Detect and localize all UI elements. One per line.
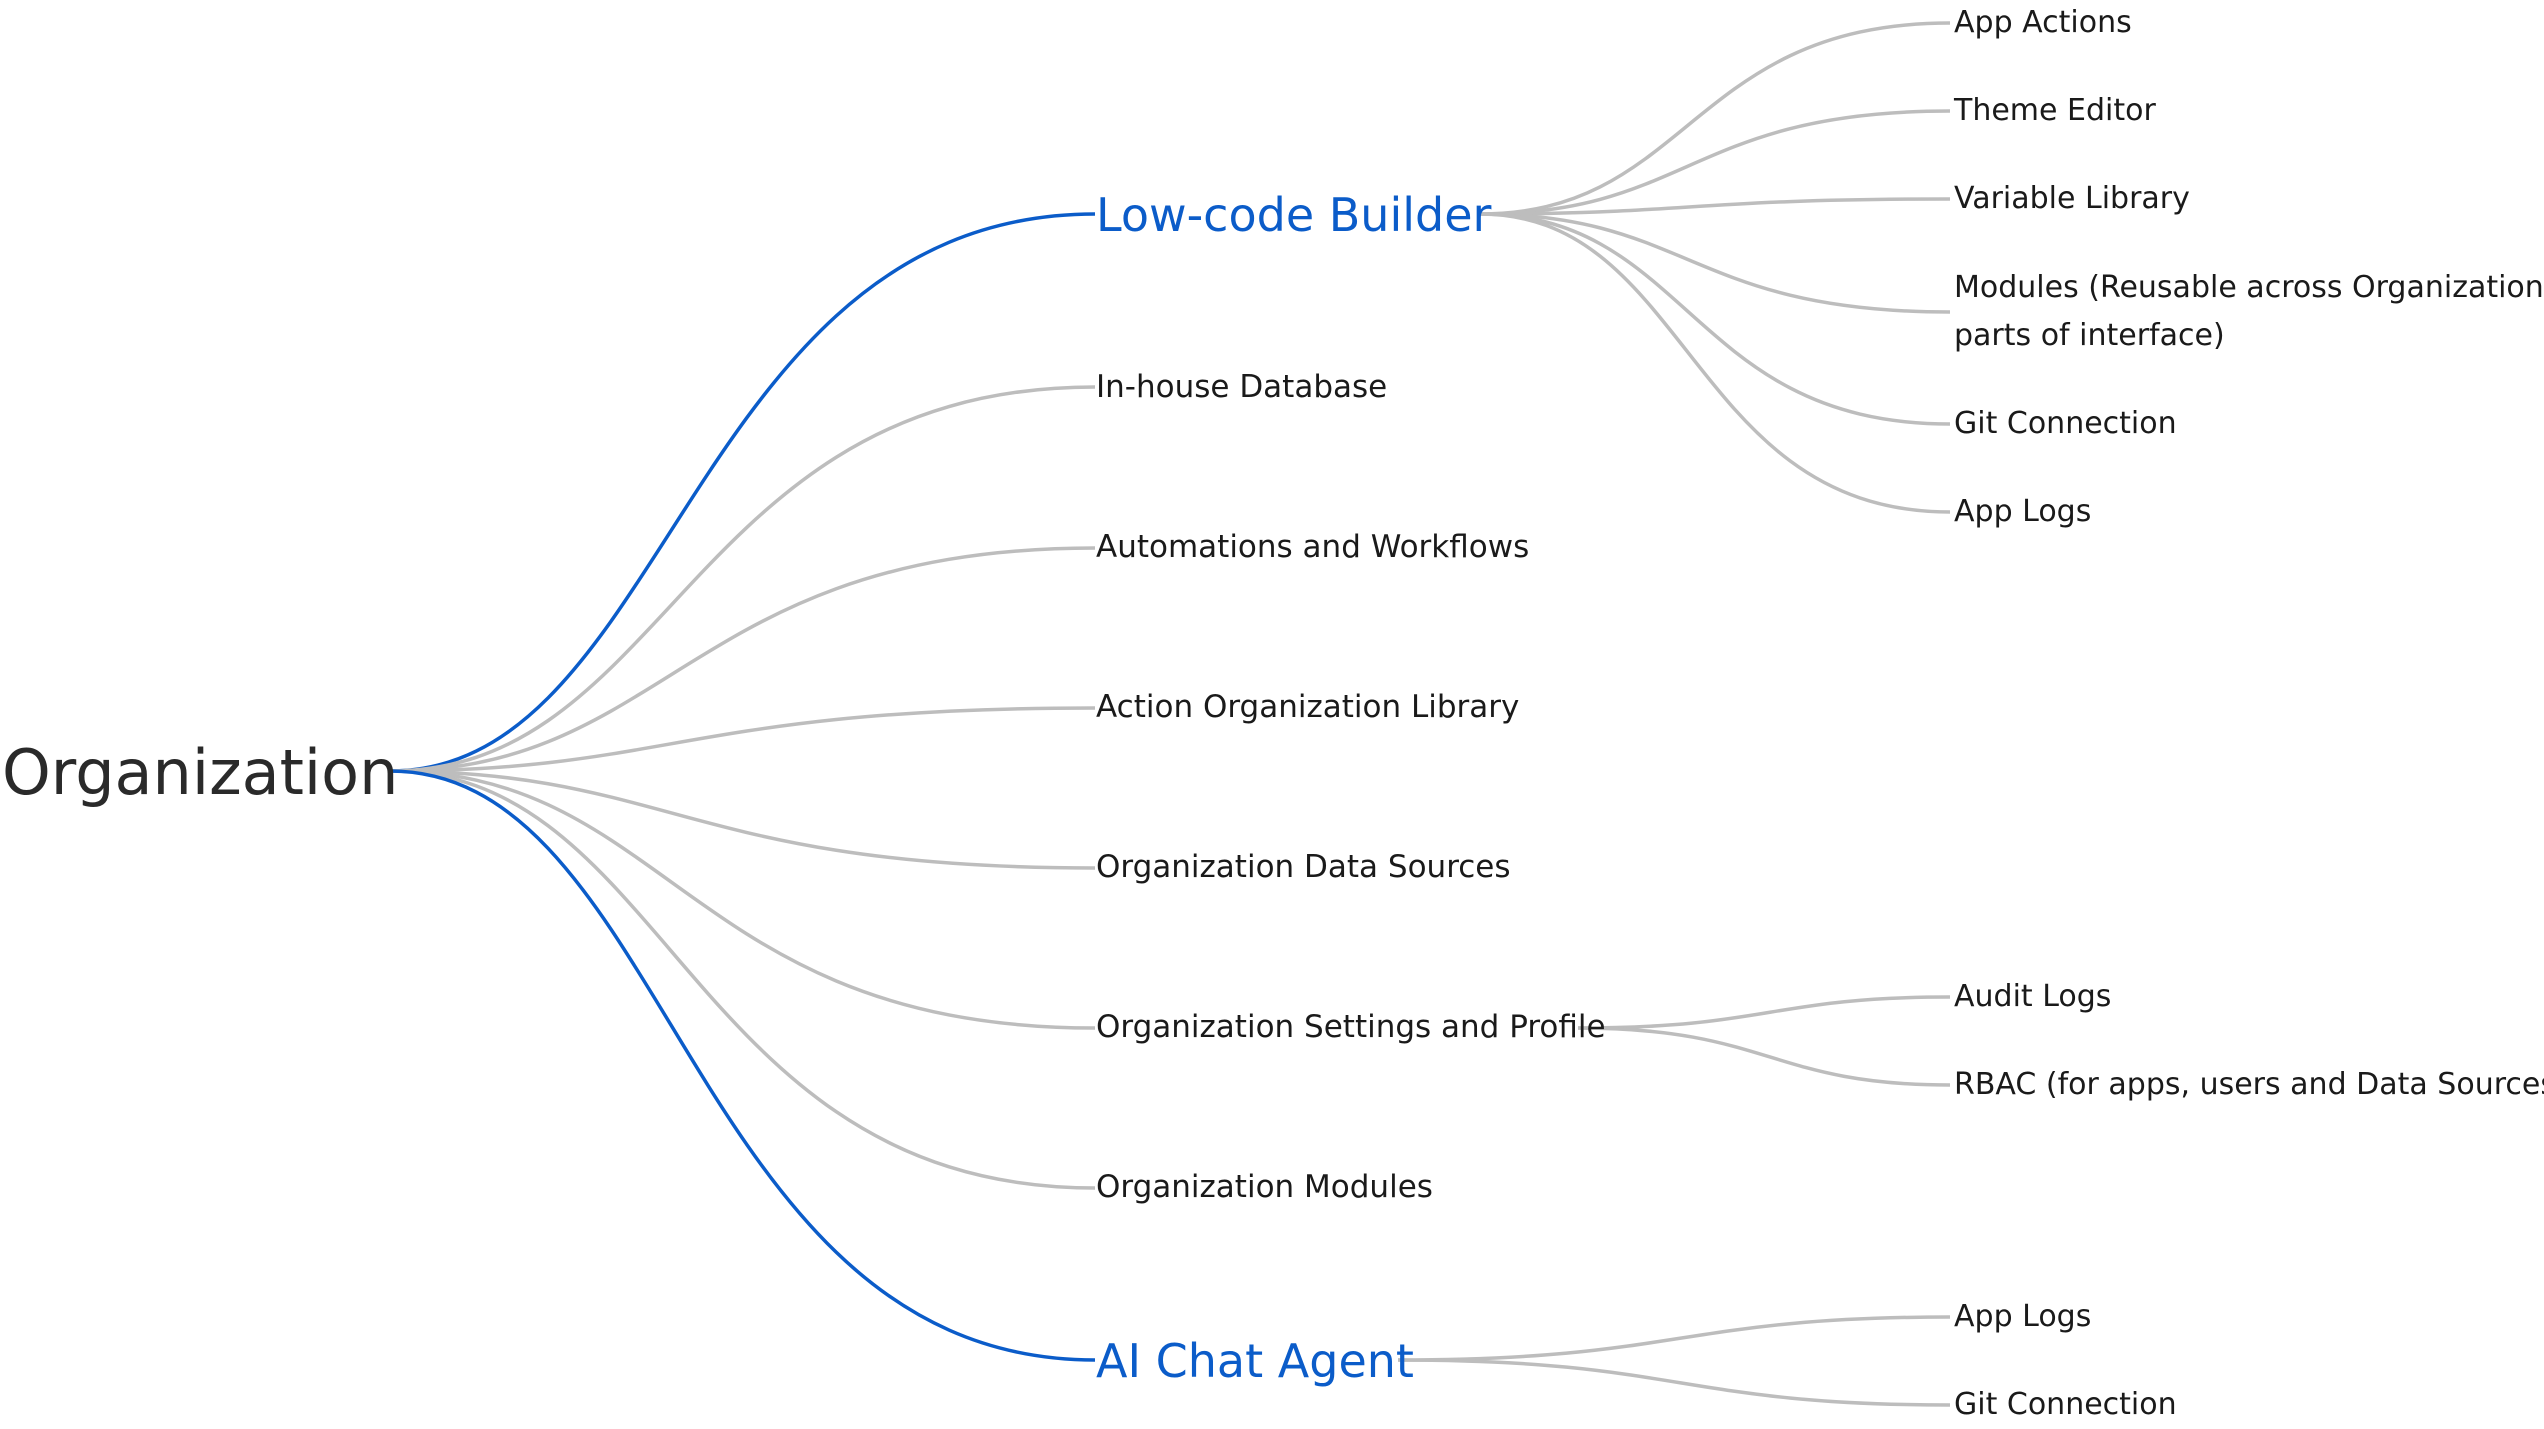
node-modules-reusable[interactable]: Modules (Reusable across Organization pa… [1954, 270, 2544, 353]
edge-root-settings-profile [389, 769, 1096, 1030]
edge-lcb-git-connection [1479, 212, 1951, 426]
node-ai-app-logs[interactable]: App Logs [1954, 1299, 2092, 1334]
edge-root-low-code-builder [389, 212, 1096, 773]
edge-root-automations [389, 546, 1096, 773]
edge-lcb-modules [1479, 212, 1951, 314]
node-organization-data-sources[interactable]: Organization Data Sources [1096, 849, 1511, 885]
node-in-house-database[interactable]: In-house Database [1096, 369, 1388, 405]
node-variable-library[interactable]: Variable Library [1954, 181, 2190, 216]
node-low-code-builder[interactable]: Low-code Builder [1096, 188, 1492, 242]
node-app-actions[interactable]: App Actions [1954, 5, 2132, 40]
edge-root-in-house-database [389, 385, 1096, 773]
edge-settings-rbac [1577, 1026, 1951, 1087]
edge-root-data-sources [389, 769, 1096, 870]
edge-root-modules [389, 769, 1096, 1190]
edge-settings-audit-logs [1577, 995, 1951, 1030]
edge-lcb-app-actions [1479, 21, 1951, 216]
node-ai-chat-agent[interactable]: AI Chat Agent [1096, 1334, 1414, 1388]
node-action-organization-library[interactable]: Action Organization Library [1096, 689, 1520, 725]
node-app-logs[interactable]: App Logs [1954, 494, 2092, 529]
edge-lcb-app-logs [1479, 212, 1951, 514]
edge-ai-git-connection [1397, 1358, 1951, 1407]
node-organization-settings-and-profile[interactable]: Organization Settings and Profile [1096, 1009, 1606, 1045]
node-automations-and-workflows[interactable]: Automations and Workflows [1096, 529, 1530, 565]
edge-ai-app-logs [1397, 1315, 1951, 1362]
edge-root-action-library [389, 706, 1096, 773]
edge-root-ai-chat-agent [389, 769, 1096, 1362]
node-organization-modules[interactable]: Organization Modules [1096, 1169, 1433, 1205]
edge-lcb-theme-editor [1479, 109, 1951, 216]
root-node-organization[interactable]: Organization [2, 736, 399, 809]
node-ai-git-connection[interactable]: Git Connection [1954, 1387, 2177, 1422]
node-theme-editor[interactable]: Theme Editor [1954, 93, 2156, 128]
node-git-connection[interactable]: Git Connection [1954, 406, 2177, 441]
edge-lcb-variable-library [1479, 197, 1951, 216]
node-audit-logs[interactable]: Audit Logs [1954, 979, 2112, 1014]
node-rbac[interactable]: RBAC (for apps, users and Data Sources) [1954, 1067, 2544, 1102]
